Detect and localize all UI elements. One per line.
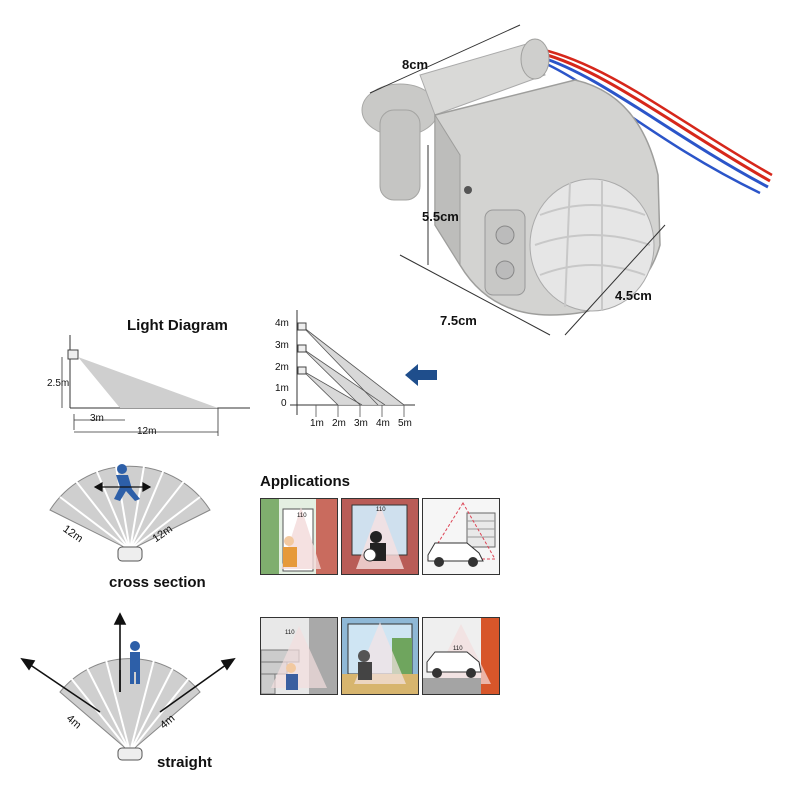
approach-arrows-icon bbox=[20, 612, 236, 713]
time-knob bbox=[495, 225, 515, 245]
application-staircase: 110 bbox=[260, 617, 338, 695]
running-person-icon bbox=[114, 464, 140, 501]
application-door-visitor: 110 bbox=[260, 498, 338, 575]
dimension-length-label: 7.5cm bbox=[440, 313, 477, 328]
detection-beam bbox=[78, 357, 218, 408]
height-tick-0: 0 bbox=[281, 398, 287, 409]
standing-person-icon bbox=[130, 641, 140, 684]
light-diagram-title: Light Diagram bbox=[127, 317, 228, 334]
cross-section-caption: cross section bbox=[109, 574, 206, 591]
distance-tick-3m: 3m bbox=[354, 418, 368, 429]
dimension-height-label: 5.5cm bbox=[422, 209, 459, 224]
height-tick-2m: 2m bbox=[275, 362, 289, 373]
distance-tick-5m: 5m bbox=[398, 418, 412, 429]
sensor-bracket bbox=[361, 38, 550, 201]
sensor-body bbox=[434, 79, 661, 316]
height-tick-3m: 3m bbox=[275, 340, 289, 351]
door-number: 110 bbox=[297, 513, 307, 519]
long-distance-label: 12m bbox=[137, 426, 157, 437]
motion-arrow-icon bbox=[93, 481, 152, 493]
arrow-left-icon bbox=[405, 364, 437, 386]
application-shop-entrance bbox=[341, 617, 419, 695]
sensor-icon bbox=[117, 546, 143, 562]
dimension-lines bbox=[369, 24, 666, 336]
sensor-product-figure bbox=[361, 24, 773, 336]
stair-number: 110 bbox=[285, 630, 295, 636]
light-diagram bbox=[61, 335, 250, 436]
application-garage-car bbox=[422, 498, 500, 575]
distance-tick-2m: 2m bbox=[332, 418, 346, 429]
cross-section-fan bbox=[49, 459, 211, 562]
application-carport: 110 bbox=[422, 617, 500, 695]
sensor-icon bbox=[117, 747, 143, 761]
distance-tick-4m: 4m bbox=[376, 418, 390, 429]
sensor-icon bbox=[67, 349, 79, 360]
lux-knob bbox=[495, 260, 515, 280]
window-number: 110 bbox=[376, 507, 386, 513]
dimension-width-label: 8cm bbox=[402, 57, 429, 72]
carport-number: 110 bbox=[453, 646, 463, 652]
dimension-depth-label: 4.5cm bbox=[615, 288, 652, 303]
lens-dome bbox=[529, 178, 655, 312]
application-burglar-window: 110 bbox=[341, 498, 419, 575]
height-range-chart bbox=[290, 310, 415, 417]
distance-tick-1m: 1m bbox=[310, 418, 324, 429]
straight-fan bbox=[20, 612, 236, 761]
straight-caption: straight bbox=[157, 754, 213, 771]
height-label: 2.5m bbox=[47, 378, 70, 389]
height-tick-4m: 4m bbox=[275, 318, 289, 329]
short-distance-label: 3m bbox=[90, 413, 104, 424]
applications-title: Applications bbox=[260, 473, 351, 490]
height-tick-1m: 1m bbox=[275, 383, 289, 394]
